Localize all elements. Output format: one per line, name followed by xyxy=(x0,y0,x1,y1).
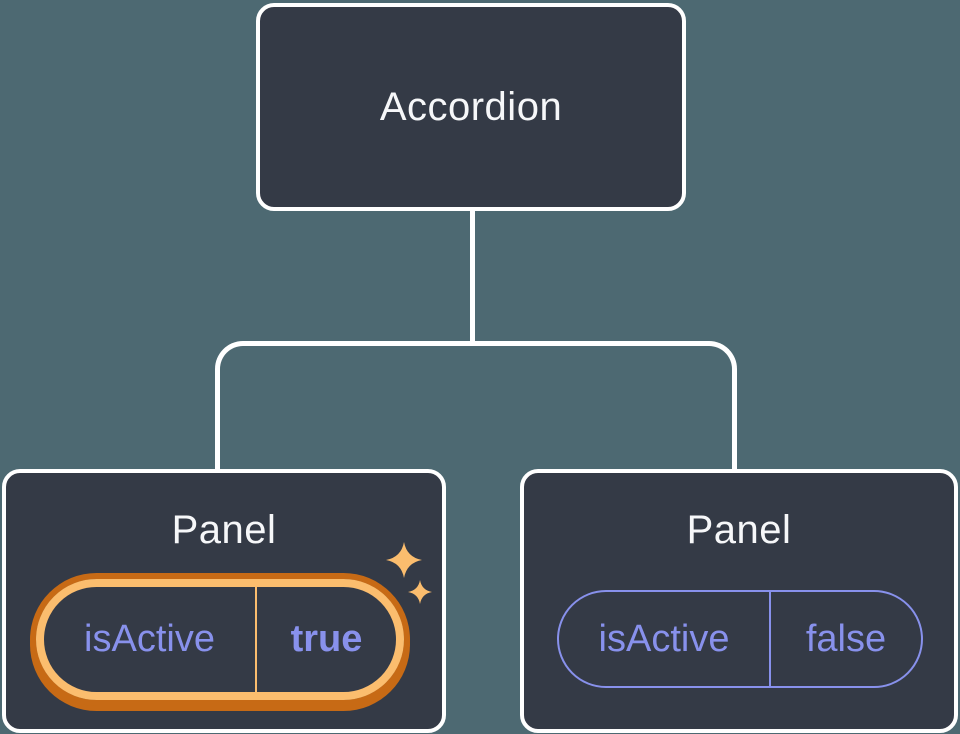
pill-divider xyxy=(255,587,257,692)
state-pill-inactive: isActive false xyxy=(557,590,923,688)
state-value: false xyxy=(805,617,887,660)
connector-bracket xyxy=(215,341,737,469)
accordion-label: Accordion xyxy=(379,84,563,129)
panel-label: Panel xyxy=(686,508,792,552)
state-value: true xyxy=(290,618,363,660)
panel-label: Panel xyxy=(171,508,277,552)
state-name: isActive xyxy=(84,618,215,660)
state-name: isActive xyxy=(598,617,730,660)
accordion-node: Accordion xyxy=(256,3,686,211)
state-pill-active: isActive true xyxy=(36,579,404,700)
panel-node-inactive: Panel isActive false xyxy=(520,469,958,733)
sparkles-icon xyxy=(386,542,432,604)
panel-node-active: Panel isActive true xyxy=(2,469,446,733)
pill-divider xyxy=(769,592,771,686)
connector-stem xyxy=(470,209,475,343)
